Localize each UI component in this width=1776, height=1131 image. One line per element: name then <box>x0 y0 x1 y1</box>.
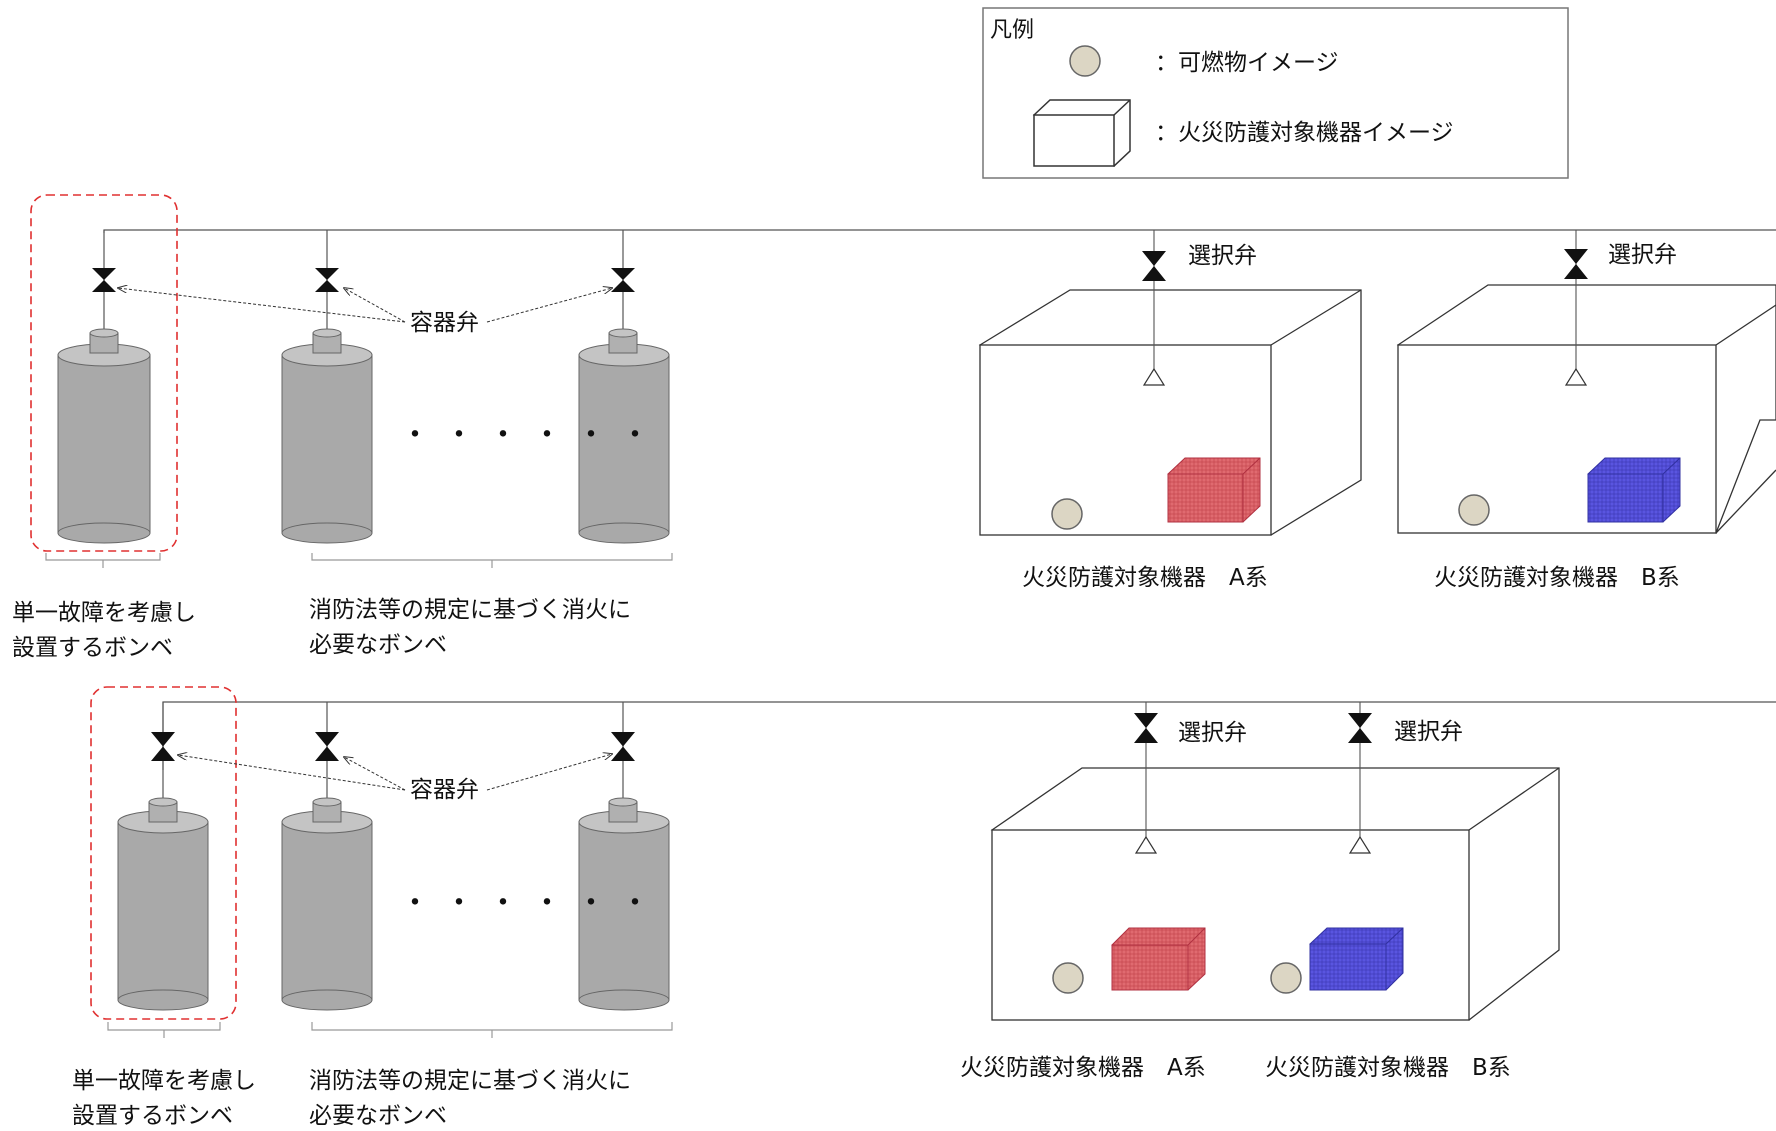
top-header-pipe <box>103 229 1776 233</box>
top-leader-lines <box>118 288 612 323</box>
top-regulation-label: 消防法等の規定に基づく消火に <box>309 597 631 623</box>
container-valve-icon <box>315 732 339 761</box>
bottom-container-valve-label: 容器弁 <box>410 777 479 803</box>
top-selector-valve-a-label: 選択弁 <box>1188 243 1257 269</box>
combustible-icon <box>1051 498 1083 530</box>
top-cylinder-1 <box>57 230 151 544</box>
equipment-box-icon <box>1032 99 1131 167</box>
bottom-cylinders <box>117 702 670 1011</box>
combustible-icon <box>1069 45 1101 77</box>
top-single-failure-label: 単一故障を考慮し <box>12 600 196 626</box>
top-room-b: 火災防護対象機器 B系 <box>1396 230 1776 591</box>
container-valve-icon <box>611 732 635 761</box>
bottom-room-b-label: 火災防護対象機器 B系 <box>1265 1055 1511 1081</box>
bottom-cylinder-1 <box>117 702 209 1011</box>
container-valve-icon <box>151 732 175 761</box>
top-cylinder-3 <box>578 230 670 544</box>
nozzle-icon <box>1142 367 1166 386</box>
bottom-shared-room <box>990 702 1560 1021</box>
nozzle-icon <box>1134 835 1158 854</box>
equipment-b-icon <box>1309 927 1404 991</box>
container-valve-icon <box>92 268 116 292</box>
top-brackets <box>45 553 673 568</box>
container-valve-icon <box>611 268 635 292</box>
selector-valve-icon <box>1348 713 1372 743</box>
bottom-header-pipe <box>162 701 1776 770</box>
nozzle-icon <box>1564 367 1588 386</box>
top-container-valve-label: 容器弁 <box>410 310 479 336</box>
combustible-icon <box>1458 494 1490 526</box>
combustible-icon <box>1052 962 1084 994</box>
top-single-failure-highlight <box>30 194 178 552</box>
equipment-a-icon <box>1111 927 1206 991</box>
nozzle-icon <box>1348 835 1372 854</box>
legend-combustible-label: ：可燃物イメージ <box>1155 50 1339 76</box>
bottom-cylinder-2 <box>281 702 373 1011</box>
bottom-regulation-label-2: 必要なボンベ <box>309 1103 447 1129</box>
legend-equipment-label: ：火災防護対象機器イメージ <box>1155 120 1454 146</box>
bottom-single-failure-label: 単一故障を考慮し <box>72 1068 256 1094</box>
selector-valve-icon <box>1142 251 1166 281</box>
equipment-b-icon <box>1587 457 1681 523</box>
bottom-selector-valve-b-label: 選択弁 <box>1394 719 1463 745</box>
top-room-a-label: 火災防護対象機器 A系 <box>1022 565 1268 591</box>
bottom-leader-lines <box>178 754 612 791</box>
selector-valve-icon <box>1564 249 1588 279</box>
bottom-room-a-label: 火災防護対象機器 A系 <box>960 1055 1206 1081</box>
combustible-icon <box>1270 962 1302 994</box>
top-system: ・・・・・・ 容器弁 単一故障を考慮し 設置するボンベ 消防法等の規定に基づく消… <box>12 194 1776 661</box>
bottom-single-failure-label-2: 設置するボンベ <box>72 1103 233 1129</box>
bottom-regulation-label: 消防法等の規定に基づく消火に <box>309 1068 631 1094</box>
bottom-single-failure-highlight <box>90 686 237 1020</box>
equipment-a-icon <box>1167 457 1261 523</box>
top-room-a: 火災防護対象機器 A系 <box>978 230 1362 591</box>
legend-title: 凡例 <box>990 18 1034 43</box>
bottom-system: ・・・・・・ 容器弁 単一故障を考慮し 設置するボンベ 消防法等の規定に基づく消… <box>72 686 1776 1129</box>
container-valve-icon <box>315 268 339 292</box>
bottom-brackets <box>107 1022 673 1038</box>
top-room-b-label: 火災防護対象機器 B系 <box>1434 565 1680 591</box>
top-ellipsis: ・・・・・・ <box>400 418 664 453</box>
top-cylinders <box>57 230 670 544</box>
top-single-failure-label-2: 設置するボンベ <box>12 635 173 661</box>
legend: 凡例 ：可燃物イメージ ：火災防護対象機器イメージ <box>982 7 1569 179</box>
top-selector-valve-b-label: 選択弁 <box>1608 242 1677 268</box>
bottom-ellipsis: ・・・・・・ <box>400 886 664 921</box>
selector-valve-icon <box>1134 713 1158 743</box>
top-regulation-label-2: 必要なボンベ <box>309 632 447 658</box>
top-cylinder-2 <box>281 230 373 544</box>
bottom-selector-valve-a-label: 選択弁 <box>1178 720 1247 746</box>
bottom-cylinder-3 <box>578 702 670 1011</box>
